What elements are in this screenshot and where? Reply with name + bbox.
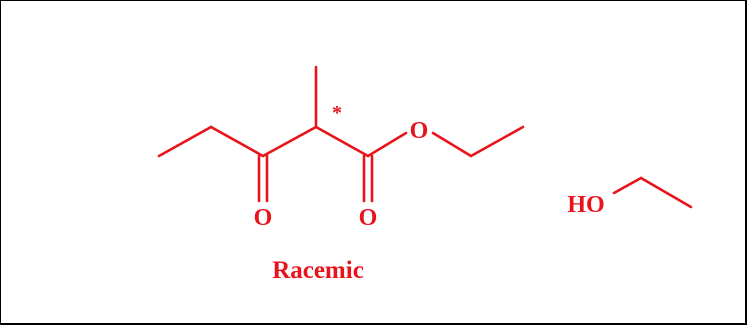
stereocenter-asterisk: *	[332, 102, 342, 124]
bond-lines	[157, 65, 693, 209]
bond	[431, 131, 473, 158]
ethanol-hydroxyl-label: HO	[567, 192, 604, 218]
carbonyl-oxygen-label: O	[359, 205, 378, 231]
bond	[469, 125, 525, 158]
racemic-caption: Racemic	[272, 257, 364, 284]
bond	[314, 125, 370, 158]
bond	[612, 176, 643, 195]
bond	[261, 125, 318, 158]
bond	[157, 125, 213, 158]
bond	[639, 176, 693, 209]
bond	[209, 125, 265, 158]
bond	[366, 131, 408, 158]
ester-oxygen-label: O	[410, 118, 429, 144]
ketone-oxygen-label: O	[254, 205, 273, 231]
